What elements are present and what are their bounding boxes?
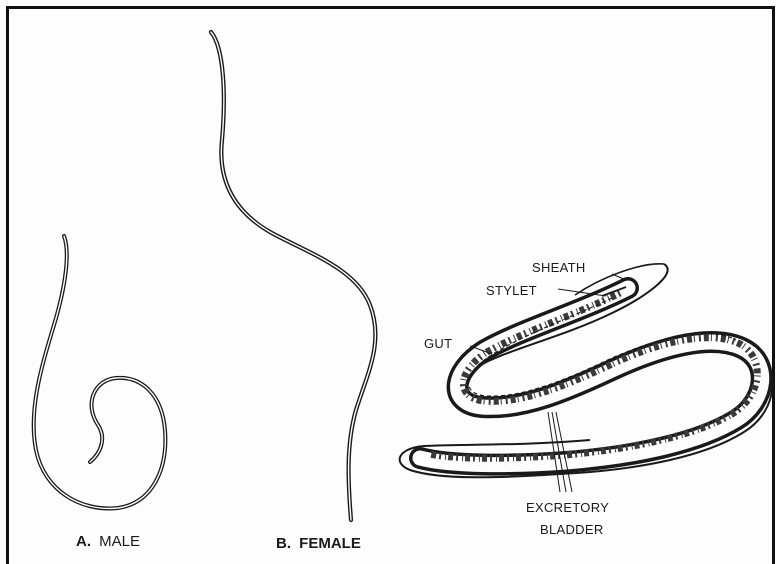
male-label: MALE (99, 533, 140, 550)
sheathed-larva (400, 264, 773, 492)
male-letter: A. (76, 533, 91, 550)
bladder-label: BLADDER (540, 522, 604, 537)
female-letter: B. (276, 535, 291, 552)
sheath-label: SHEATH (532, 260, 586, 275)
female-worm (211, 32, 375, 520)
male-worm (34, 236, 166, 508)
excretory-label: EXCRETORY (526, 500, 609, 515)
female-caption: B. FEMALE (276, 535, 361, 552)
gut-label: GUT (424, 336, 452, 351)
male-caption: A. MALE (76, 533, 140, 550)
stylet-label: STYLET (486, 283, 537, 298)
female-label: FEMALE (299, 535, 361, 552)
